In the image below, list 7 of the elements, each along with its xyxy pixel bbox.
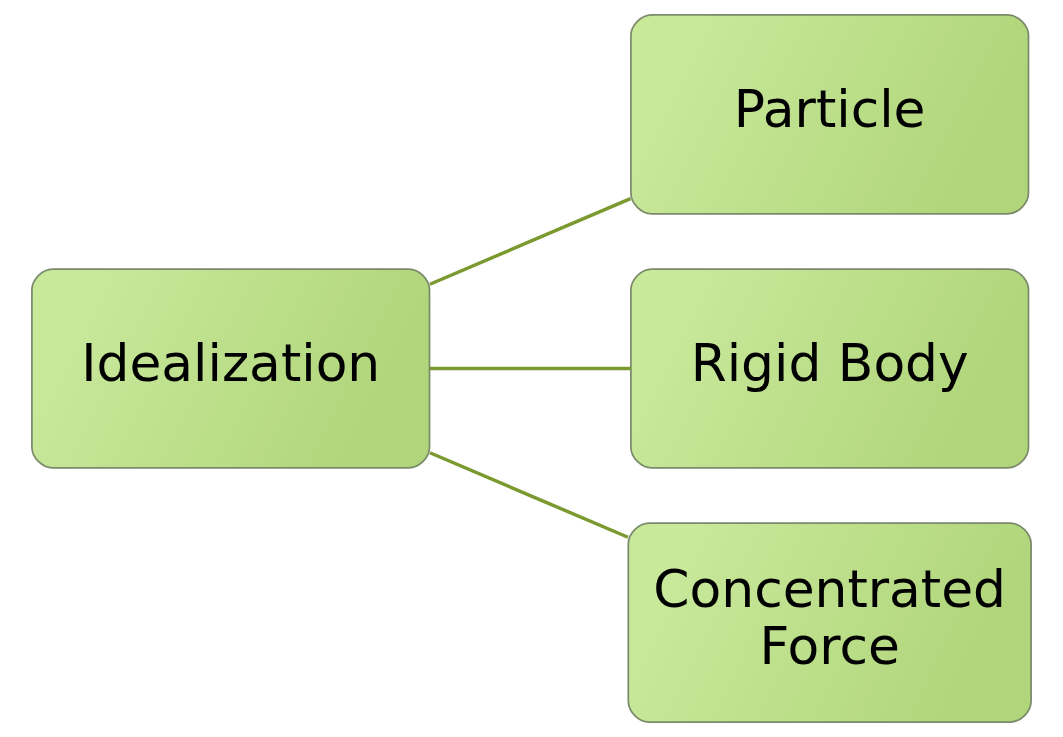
node-box: Rigid Body xyxy=(630,268,1030,469)
connector xyxy=(429,197,632,286)
connector xyxy=(429,366,631,371)
node-box: Concentrated Force xyxy=(627,522,1032,723)
node-box: Particle xyxy=(630,14,1030,215)
connector xyxy=(429,451,629,539)
node-box: Idealization xyxy=(31,268,431,469)
